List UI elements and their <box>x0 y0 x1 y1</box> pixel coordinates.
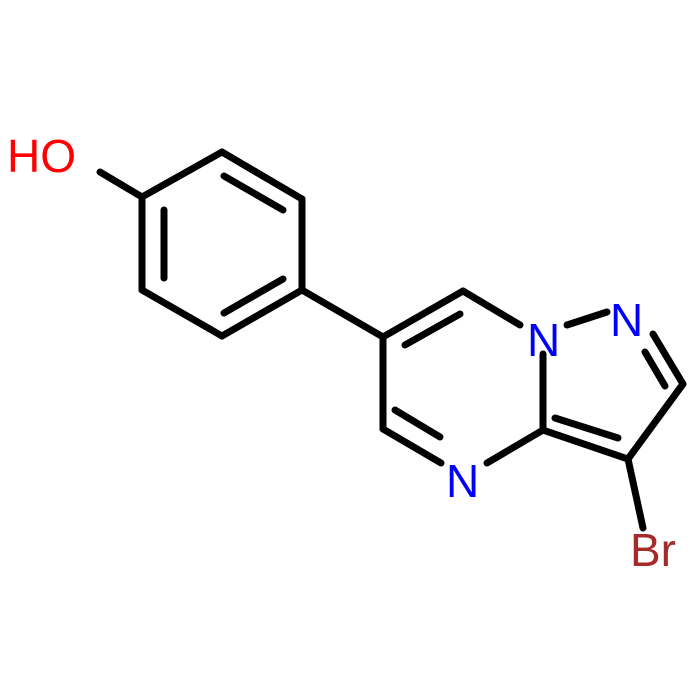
bond <box>138 286 226 340</box>
nitrogen-label: N <box>446 455 479 507</box>
bond <box>220 172 287 214</box>
bond <box>218 286 306 340</box>
bond <box>379 287 467 341</box>
nitrogen-label: N <box>527 314 560 366</box>
bond <box>298 286 387 341</box>
bond <box>401 310 464 349</box>
bond <box>220 275 287 317</box>
hydroxyl-label: HO <box>7 130 76 182</box>
pyrimidine-ring <box>379 287 547 467</box>
bond <box>218 148 306 203</box>
bond <box>551 414 622 442</box>
phenol-ring <box>96 148 306 340</box>
nitrogen-label: N <box>610 294 643 346</box>
bond <box>483 426 547 467</box>
bond <box>379 425 445 467</box>
bond <box>649 330 687 388</box>
bond <box>96 168 146 201</box>
bromine-label: Br <box>630 524 676 576</box>
pyrazole-ring <box>539 308 687 463</box>
bond <box>539 426 632 463</box>
bond <box>624 380 687 463</box>
bond <box>641 348 669 390</box>
bond <box>459 287 524 329</box>
bond <box>391 406 444 441</box>
bond <box>138 148 226 201</box>
bond <box>563 308 611 329</box>
bond <box>624 455 647 532</box>
